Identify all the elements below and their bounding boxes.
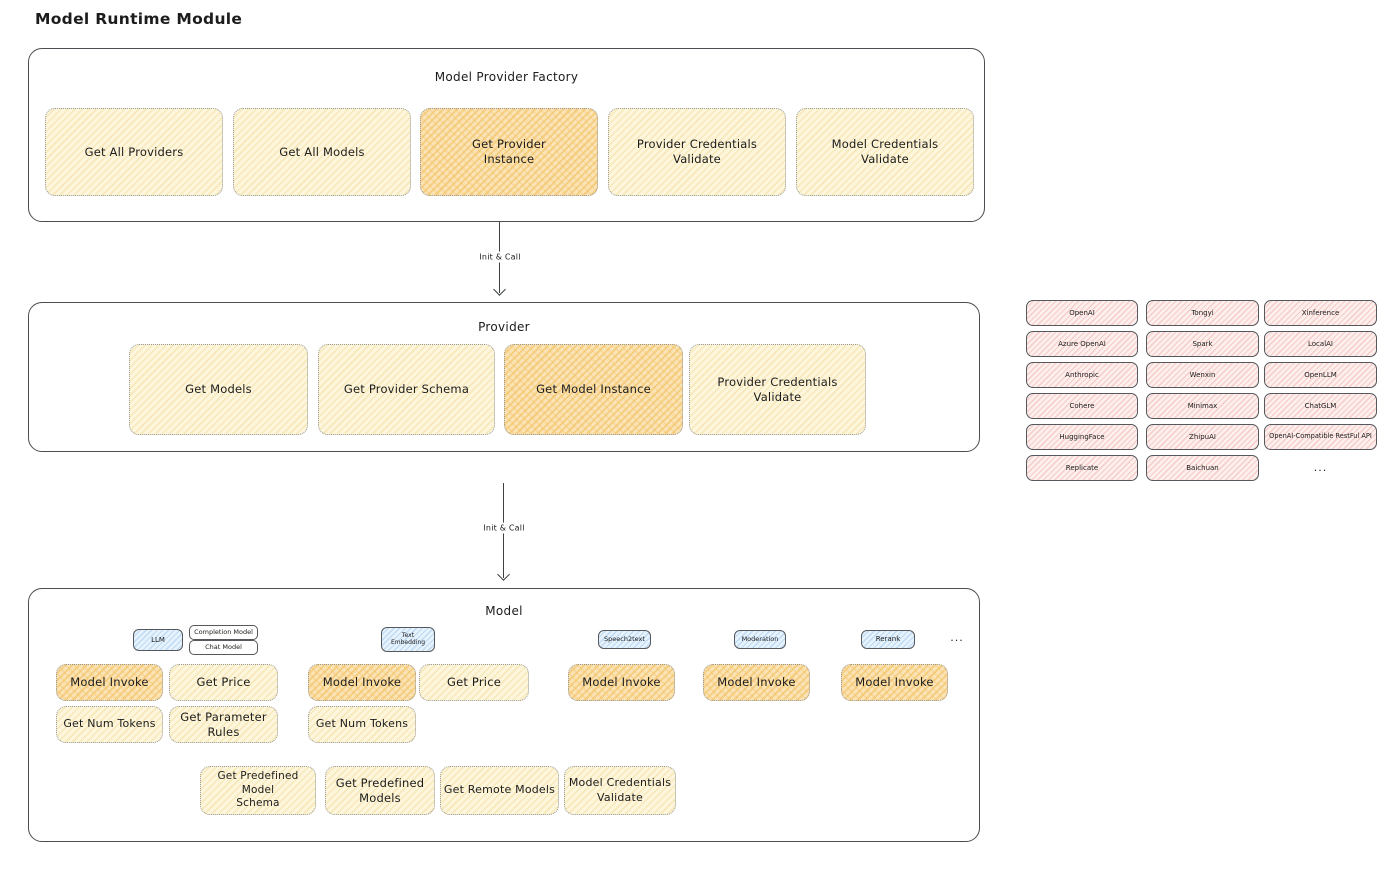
provider-item-zhipuai: ZhipuAI	[1146, 424, 1259, 450]
model-get-predefined-models: Get Predefined Models	[325, 766, 435, 815]
factory-box-model-credentials-validate: Model Credentials Validate	[796, 108, 974, 196]
model-type-rerank: Rerank	[861, 630, 915, 649]
llm-get-num-tokens: Get Num Tokens	[56, 706, 163, 743]
factory-title: Model Provider Factory	[434, 70, 579, 84]
text-embedding-model-invoke: Model Invoke	[308, 664, 416, 701]
providers-grid-column-3: Xinference LocalAI OpenLLM ChatGLM OpenA…	[1264, 300, 1377, 479]
factory-box-get-all-models: Get All Models	[233, 108, 411, 196]
provider-box-get-provider-schema: Get Provider Schema	[318, 344, 495, 435]
model-type-chat-model: Chat Model	[189, 640, 258, 655]
model-get-remote-models: Get Remote Models	[440, 766, 559, 815]
provider-item-azure-openai: Azure OpenAI	[1026, 331, 1138, 357]
provider-item-minimax: Minimax	[1146, 393, 1259, 419]
page-title: Model Runtime Module	[35, 10, 243, 28]
model-title: Model	[485, 604, 523, 618]
model-type-llm: LLM	[133, 629, 183, 651]
speech2text-model-invoke: Model Invoke	[568, 664, 675, 701]
model-frame: Model LLM Completion Model Chat Model Te…	[28, 588, 997, 865]
provider-box-get-model-instance: Get Model Instance	[504, 344, 683, 435]
provider-frame: Provider Get Models Get Provider Schema …	[28, 302, 997, 475]
model-type-text-embedding: Text Embedding	[381, 627, 435, 652]
provider-item-localai: LocalAI	[1264, 331, 1377, 357]
provider-item-openai-compatible-restful-api: OpenAI-Compatible RestFul API	[1264, 424, 1377, 450]
provider-item-replicate: Replicate	[1026, 455, 1138, 481]
provider-box-provider-credentials-validate: Provider Credentials Validate	[689, 344, 866, 435]
provider-item-huggingface: HuggingFace	[1026, 424, 1138, 450]
factory-frame: Model Provider Factory Get All Providers…	[28, 48, 985, 222]
providers-grid-column-2: Tongyi Spark Wenxin Minimax ZhipuAI Baic…	[1146, 300, 1259, 481]
provider-item-xinference: Xinference	[1264, 300, 1377, 326]
provider-title: Provider	[478, 320, 530, 334]
provider-item-baichuan: Baichuan	[1146, 455, 1259, 481]
provider-item-openai: OpenAI	[1026, 300, 1138, 326]
provider-item-openllm: OpenLLM	[1264, 362, 1377, 388]
text-embedding-get-price: Get Price	[419, 664, 529, 701]
moderation-model-invoke: Model Invoke	[703, 664, 810, 701]
model-type-moderation: Moderation	[734, 630, 786, 649]
model-model-credentials-validate: Model Credentials Validate	[564, 766, 676, 815]
factory-box-provider-credentials-validate: Provider Credentials Validate	[608, 108, 786, 196]
text-embedding-get-num-tokens: Get Num Tokens	[308, 706, 416, 743]
provider-item-spark: Spark	[1146, 331, 1259, 357]
providers-more-ellipsis: ...	[1313, 460, 1328, 474]
provider-item-cohere: Cohere	[1026, 393, 1138, 419]
arrow-factory-to-provider-label: Init & Call	[475, 251, 525, 263]
provider-item-chatglm: ChatGLM	[1264, 393, 1377, 419]
model-types-more-ellipsis: ...	[950, 631, 964, 644]
llm-model-invoke: Model Invoke	[56, 664, 163, 701]
provider-item-tongyi: Tongyi	[1146, 300, 1259, 326]
factory-box-get-all-providers: Get All Providers	[45, 108, 223, 196]
provider-box-get-models: Get Models	[129, 344, 308, 435]
provider-item-anthropic: Anthropic	[1026, 362, 1138, 388]
factory-box-get-provider-instance: Get Provider Instance	[420, 108, 598, 196]
providers-grid-column-1: OpenAI Azure OpenAI Anthropic Cohere Hug…	[1026, 300, 1138, 481]
arrow-provider-to-model-label: Init & Call	[479, 522, 529, 534]
model-type-speech2text: Speech2text	[598, 630, 651, 649]
llm-get-parameter-rules: Get Parameter Rules	[169, 706, 278, 743]
llm-get-price: Get Price	[169, 664, 278, 701]
model-get-predefined-model-schema: Get Predefined Model Schema	[200, 766, 316, 815]
rerank-model-invoke: Model Invoke	[841, 664, 948, 701]
model-type-completion-model: Completion Model	[189, 625, 258, 640]
provider-item-wenxin: Wenxin	[1146, 362, 1259, 388]
